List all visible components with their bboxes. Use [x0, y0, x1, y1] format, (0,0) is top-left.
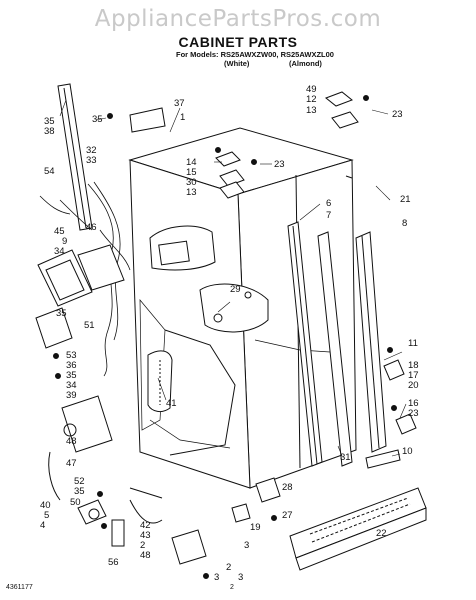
callout-label: 56: [108, 557, 119, 568]
callout-label: 51: [84, 320, 95, 331]
page-title: CABINET PARTS: [178, 34, 298, 50]
callout-label: 7: [326, 210, 331, 221]
callout-label: 13: [306, 105, 317, 116]
callout-label: 3: [244, 540, 249, 551]
callout-label: 9: [62, 236, 67, 247]
watermark: AppliancePartsPros.com: [94, 6, 382, 32]
callout-label: 28: [282, 482, 293, 493]
callout-label: 29: [230, 284, 241, 295]
callout-label: 43: [140, 530, 151, 541]
callout-label: 21: [400, 194, 411, 205]
hinge-bracket-part: [219, 169, 245, 187]
models-line: For Models: RS25AWXZW00, RS25AWXZL00: [176, 50, 334, 59]
toe-grille-part: [289, 487, 427, 571]
callout-label: 18: [408, 360, 419, 371]
callout-label: 34: [54, 246, 65, 257]
callout-label: 35: [56, 308, 67, 319]
callout-label: 2: [226, 562, 231, 573]
color-white-label: (White): [224, 59, 250, 68]
callout-label: 15: [186, 167, 197, 178]
callout-label: 42: [140, 520, 151, 531]
callout-label: 54: [44, 166, 55, 177]
callout-label: 2: [140, 540, 145, 551]
footer-part-number: 4361177: [6, 584, 33, 591]
callout-label: 36: [66, 360, 77, 371]
color-almond-label: (Almond): [289, 59, 322, 68]
hinge-bracket-part: [215, 151, 241, 167]
air-duct-part: [199, 283, 269, 333]
callout-label: 48: [140, 550, 151, 561]
callout-label: 35: [92, 114, 103, 125]
hinge-bracket-part: [219, 181, 245, 199]
callout-label: 48: [66, 436, 77, 447]
callout-label: 23: [392, 109, 403, 120]
callout-label: 30: [186, 177, 197, 188]
callout-label: 17: [408, 370, 419, 381]
callout-label: 23: [274, 159, 285, 170]
callout-label: 38: [44, 126, 55, 137]
callout-label: 32: [86, 145, 97, 156]
callout-label: 5: [44, 510, 49, 521]
callout-label: 20: [408, 380, 419, 391]
callout-label: 35: [66, 370, 77, 381]
callout-label: 35: [74, 486, 85, 497]
hinge-bracket-part: [325, 91, 353, 107]
callout-label: 52: [74, 476, 85, 487]
callout-label: 3: [238, 572, 243, 583]
vertical-rail-parts: [287, 221, 387, 467]
right-small-parts: [231, 175, 417, 523]
callout-label: 33: [86, 155, 97, 166]
callout-label: 3: [214, 572, 219, 583]
callout-label: 4: [40, 520, 45, 531]
callout-label: 14: [186, 157, 197, 168]
screw-parts: [53, 95, 397, 579]
callout-label: 19: [250, 522, 261, 533]
callout-label: 23: [408, 408, 419, 419]
control-housing-part: [35, 244, 125, 349]
callout-label: 45: [54, 226, 65, 237]
footer-page-number: 2: [230, 584, 234, 591]
callout-label: 8: [402, 218, 407, 229]
evaporator-cutout: [149, 225, 216, 271]
callout-label: 22: [376, 528, 387, 539]
callout-label: 11: [408, 338, 418, 349]
callout-label: 49: [306, 84, 317, 95]
callout-label: 6: [326, 198, 331, 209]
callout-label: 46: [86, 222, 97, 233]
callout-label: 37: [174, 98, 185, 109]
callout-label: 47: [66, 458, 77, 469]
callout-label: 16: [408, 398, 419, 409]
top-cover-part: [129, 107, 166, 133]
callout-label: 27: [282, 510, 293, 521]
callout-label: 12: [306, 94, 317, 105]
callout-label: 40: [40, 500, 51, 511]
callout-label: 39: [66, 390, 77, 401]
wiring-harness-part: [39, 181, 131, 377]
callout-label: 1: [180, 112, 185, 123]
callout-label: 53: [66, 350, 77, 361]
hinge-bracket-part: [331, 111, 359, 129]
callout-label: 50: [70, 497, 81, 508]
callout-label: 41: [166, 398, 177, 409]
callout-label: 31: [340, 452, 351, 463]
lower-left-parts: [48, 395, 207, 565]
callout-label: 34: [66, 380, 77, 391]
callout-label: 35: [44, 116, 55, 127]
callout-label: 10: [402, 446, 413, 457]
leader-lines: [59, 99, 407, 457]
callout-label: 13: [186, 187, 197, 198]
trim-strip-part: [57, 83, 93, 231]
